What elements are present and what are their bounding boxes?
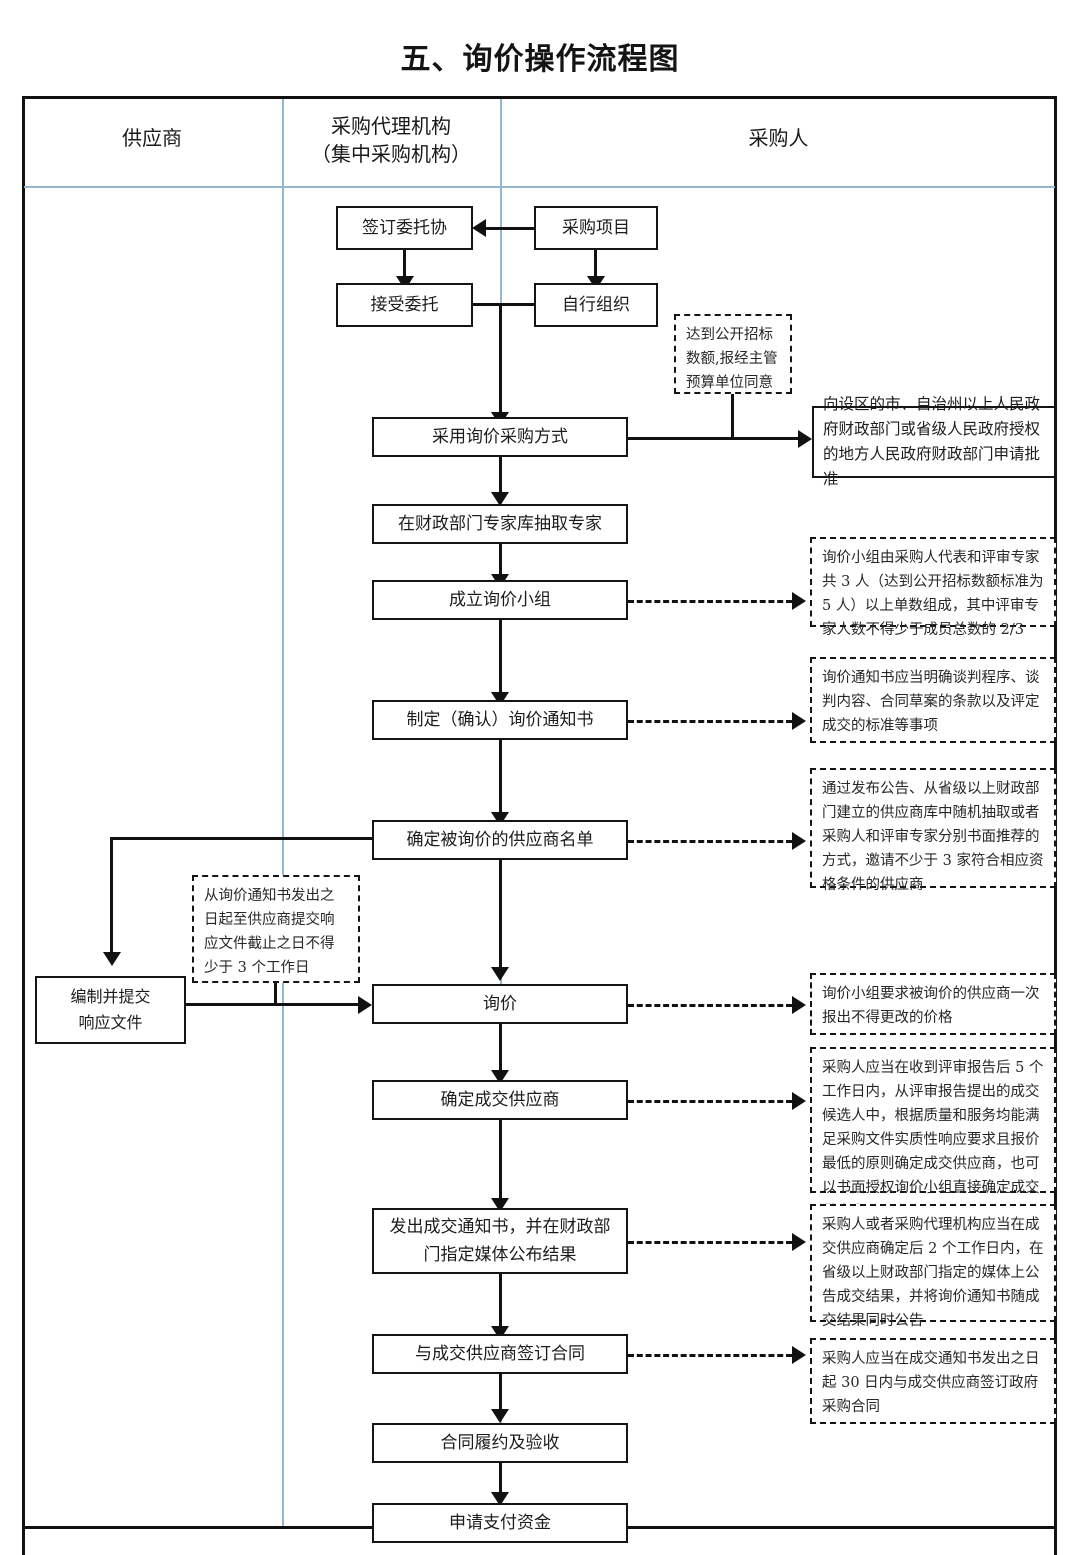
lane-label-purchaser: 采购人 xyxy=(748,126,809,150)
connector-inquiry-to-winner xyxy=(498,1024,502,1074)
lane-header-supplier: 供应商 xyxy=(24,124,280,152)
lane-label-supplier: 供应商 xyxy=(122,126,182,150)
box-sign-contract[interactable]: 与成交供应商签订合同 xyxy=(372,1334,628,1374)
box-prepare-response[interactable]: 编制并提交 响应文件 xyxy=(35,976,186,1044)
lane-header-agency: 采购代理机构 （集中采购机构） xyxy=(284,112,498,168)
note-open-bid-amount: 达到公开招标数额,报经主管预算单位同意 xyxy=(674,314,792,394)
connector-notice-to-note xyxy=(628,720,792,723)
box-apply-approval[interactable]: 向设区的市、自治州以上人民政府财政部门或省级人民政府授权的地方人民政府财政部门申… xyxy=(812,395,1056,488)
arrowhead-project-to-sign xyxy=(472,219,486,237)
box-issue-notice[interactable]: 发出成交通知书，并在财政部 门指定媒体公布结果 xyxy=(372,1208,628,1274)
arrowhead-winner-to-note xyxy=(792,1092,806,1110)
connector-group-to-notice xyxy=(498,620,502,696)
box-apply-payment[interactable]: 申请支付资金 xyxy=(372,1503,628,1543)
connector-response-to-inquiry xyxy=(186,1003,358,1006)
arrowhead-notice-to-note xyxy=(792,712,806,730)
box-accept-entrust[interactable]: 接受委托 xyxy=(336,283,473,327)
lane-header-purchaser: 采购人 xyxy=(502,124,1055,152)
connector-accept-self-join xyxy=(473,303,535,306)
box-self-organize[interactable]: 自行组织 xyxy=(534,283,658,327)
arrowhead-inquiry-to-note xyxy=(792,996,806,1014)
box-form-group[interactable]: 成立询价小组 xyxy=(372,580,628,620)
connector-join-down xyxy=(498,303,502,415)
connector-sign-to-accept xyxy=(403,250,406,278)
lane-label-agency-line1: 采购代理机构 xyxy=(331,114,451,138)
arrowhead-perform-to-payment xyxy=(491,1492,509,1506)
arrowhead-determine-to-inquiry xyxy=(491,967,509,981)
connector-deadline-note-stem xyxy=(274,983,277,1005)
connector-winner-to-note xyxy=(628,1100,792,1103)
note-publish-result: 采购人或者采购代理机构应当在成交供应商确定后 2 个工作日内，在省级以上财政部门… xyxy=(810,1204,1056,1329)
lane-divider-1 xyxy=(282,99,284,1526)
box-issue-notice-line2: 门指定媒体公布结果 xyxy=(423,1245,577,1265)
connector-determine-left xyxy=(110,837,374,840)
connector-inquiry-to-note xyxy=(628,1004,792,1007)
connector-perform-to-payment xyxy=(498,1463,502,1495)
connector-notice-to-determine xyxy=(498,740,502,816)
note-contract-30days: 采购人应当在成交通知书发出之日起 30 日内与成交供应商签订政府采购合同 xyxy=(810,1338,1056,1424)
connector-winner-to-issue xyxy=(498,1120,502,1202)
connector-determine-to-inquiry xyxy=(498,860,502,970)
lane-header-rule xyxy=(24,186,1055,188)
note-one-time-quote: 询价小组要求被询价的供应商一次报出不得更改的价格 xyxy=(810,973,1056,1035)
box-procurement-project[interactable]: 采购项目 xyxy=(534,206,658,250)
arrowhead-adopt-to-approval xyxy=(798,429,812,448)
arrowhead-to-prepare-response xyxy=(102,952,121,966)
box-determine-winner[interactable]: 确定成交供应商 xyxy=(372,1080,628,1120)
note-invite-suppliers: 通过发布公告、从省级以上财政部门建立的供应商库中随机抽取或者采购人和评审专家分别… xyxy=(810,768,1056,893)
box-determine-suppliers[interactable]: 确定被询价的供应商名单 xyxy=(372,820,628,860)
box-issue-notice-line1: 发出成交通知书，并在财政部 xyxy=(389,1217,611,1237)
note-group-composition: 询价小组由采购人代表和评审专家共 3 人（达到公开招标数额标准为 5 人）以上单… xyxy=(810,537,1056,638)
connector-determine-to-note xyxy=(628,840,792,843)
note-response-deadline: 从询价通知书发出之日起至供应商提交响应文件截止之日不得少于 3 个工作日 xyxy=(192,875,360,983)
box-adopt-inquiry[interactable]: 采用询价采购方式 xyxy=(372,417,628,457)
arrowhead-group-to-note xyxy=(792,592,806,610)
connector-project-to-self xyxy=(594,250,597,278)
arrowhead-contract-to-note xyxy=(792,1346,806,1364)
connector-issue-to-contract xyxy=(498,1274,502,1330)
arrowhead-issue-to-note xyxy=(792,1233,806,1251)
box-make-notice[interactable]: 制定（确认）询价通知书 xyxy=(372,700,628,740)
connector-adopt-to-experts xyxy=(498,457,502,495)
arrowhead-determine-to-note xyxy=(792,832,806,850)
note-winner-rule: 采购人应当在收到评审报告后 5 个工作日内，从评审报告提出的成交候选人中，根据质… xyxy=(810,1047,1056,1220)
connector-note-stem-openbid xyxy=(731,394,734,438)
lane-label-agency-line2: （集中采购机构） xyxy=(311,142,471,166)
connector-determine-left-down xyxy=(110,837,113,955)
note-notice-content: 询价通知书应当明确谈判程序、谈判内容、合同草案的条款以及评定成交的标准等事项 xyxy=(810,657,1056,743)
connector-issue-to-note xyxy=(628,1241,792,1244)
box-prepare-response-line2: 响应文件 xyxy=(78,1013,143,1032)
page-title: 五、询价操作流程图 xyxy=(400,42,680,77)
connector-project-to-sign xyxy=(486,227,534,230)
connector-adopt-to-approval xyxy=(628,437,798,440)
box-perform-accept[interactable]: 合同履约及验收 xyxy=(372,1423,628,1463)
connector-experts-to-group xyxy=(498,544,502,576)
arrowhead-contract-to-perform xyxy=(491,1409,509,1423)
connector-contract-to-note xyxy=(628,1354,792,1357)
arrowhead-response-to-inquiry xyxy=(358,995,372,1014)
arrowhead-adopt-to-experts xyxy=(491,492,509,506)
connector-contract-to-perform xyxy=(498,1374,502,1412)
box-sign-entrust[interactable]: 签订委托协 xyxy=(336,206,473,250)
connector-group-to-note xyxy=(628,600,792,603)
box-prepare-response-line1: 编制并提交 xyxy=(70,987,151,1006)
box-inquiry[interactable]: 询价 xyxy=(372,984,628,1024)
box-draw-experts[interactable]: 在财政部门专家库抽取专家 xyxy=(372,504,628,544)
